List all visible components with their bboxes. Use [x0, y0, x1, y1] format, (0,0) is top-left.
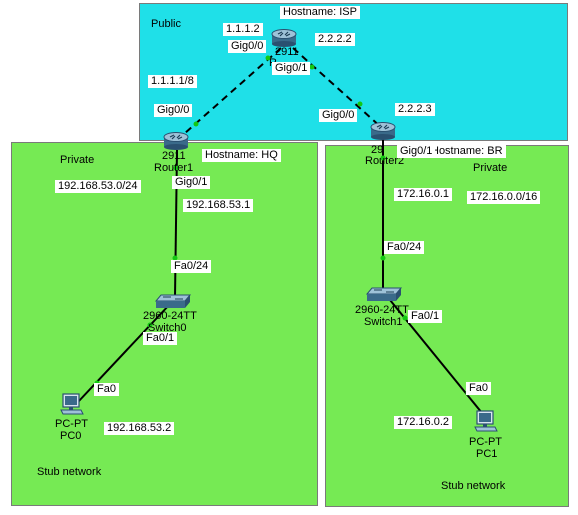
router1-model-label: 2911: [162, 150, 186, 162]
hq-hostname: Hostname: HQ: [202, 149, 281, 162]
link-isp-router1[interactable]: [175, 47, 282, 142]
switch-icon[interactable]: [155, 294, 191, 310]
router-icon[interactable]: [163, 130, 189, 150]
port-indicator: [402, 315, 408, 321]
pc1-name-label: PC1: [476, 448, 498, 460]
pc0-fa0-label: Fa0: [94, 383, 119, 396]
br-hostname: Hostname: BR: [428, 145, 506, 158]
hq-stub-label: Stub network: [37, 466, 102, 478]
br-private-label: Private: [473, 162, 508, 174]
switch1-fa01-label: Fa0/1: [408, 310, 443, 323]
switch1-name-label: Switch1: [364, 316, 403, 328]
router1-name-label: Router1: [154, 162, 194, 174]
port-indicator: [147, 322, 153, 328]
router1-gig00-label: Gig0/0: [154, 104, 193, 117]
router1-gig00-ip: 1.1.1.1/8: [148, 75, 197, 88]
br-private-zone: [325, 145, 569, 507]
port-indicator: [172, 255, 178, 261]
pc-icon[interactable]: [474, 410, 498, 432]
switch0-fa024-label: Fa0/24: [171, 260, 212, 273]
router2-name-label: Router2: [365, 155, 405, 167]
link-switch0-pc0[interactable]: [77, 303, 171, 403]
router2-gig00-label: Gig0/0: [319, 109, 358, 122]
hq-private-zone: [11, 142, 318, 506]
router-icon[interactable]: [370, 120, 396, 140]
port-indicator: [193, 121, 199, 127]
pc0-model-label: PC-PT: [55, 418, 88, 430]
port-indicator: [265, 55, 271, 61]
isp-hostname: Hostname: ISP: [280, 6, 360, 19]
pc1-model-label: PC-PT: [469, 436, 502, 448]
port-indicator: [380, 255, 386, 261]
router2-model-label: 29: [371, 144, 384, 156]
router-icon[interactable]: [271, 27, 297, 47]
router2-gig01-ip: 172.16.0.1: [394, 188, 452, 201]
isp-gig00-ip: 1.1.1.2: [223, 23, 263, 36]
port-indicator: [380, 155, 386, 161]
public-zone-label: Public: [151, 18, 181, 30]
pc0-name-label: PC0: [60, 430, 82, 442]
hq-network-address: 192.168.53.0/24: [55, 180, 141, 193]
router1-gig01-label: Gig0/1: [172, 176, 211, 189]
router2-gig01-label: Gig0/1: [397, 145, 436, 158]
switch0-model-label: 2960-24TT: [143, 310, 197, 322]
br-stub-label: Stub network: [441, 480, 506, 492]
router2-gig00-ip: 2.2.2.3: [395, 103, 435, 116]
switch-icon[interactable]: [366, 287, 402, 303]
pc1-ip: 172.16.0.2: [394, 416, 452, 429]
hq-private-label: Private: [60, 154, 95, 166]
switch0-fa01-label: Fa0/1: [143, 332, 178, 345]
isp-model-label: 2911: [275, 46, 299, 58]
isp-gig01-label: Gig0/1: [272, 62, 311, 75]
switch1-model-label: 2960-24TT: [355, 304, 409, 316]
link-isp-router2[interactable]: [292, 47, 383, 129]
isp-gig01-ip: 2.2.2.2: [315, 33, 355, 46]
port-indicator: [173, 165, 179, 171]
port-indicator: [309, 64, 315, 70]
port-indicator: [357, 101, 363, 107]
switch0-name-label: Switch0: [148, 322, 187, 334]
br-network-address: 172.16.0.0/16: [467, 191, 541, 204]
pc1-fa0-label: Fa0: [466, 382, 491, 395]
isp-gig00-label: Gig0/0: [228, 40, 267, 53]
router1-gig01-ip: 192.168.53.1: [183, 199, 254, 212]
pc-icon[interactable]: [60, 393, 84, 415]
switch1-fa024-label: Fa0/24: [384, 241, 425, 254]
pc0-ip: 192.168.53.2: [104, 422, 175, 435]
